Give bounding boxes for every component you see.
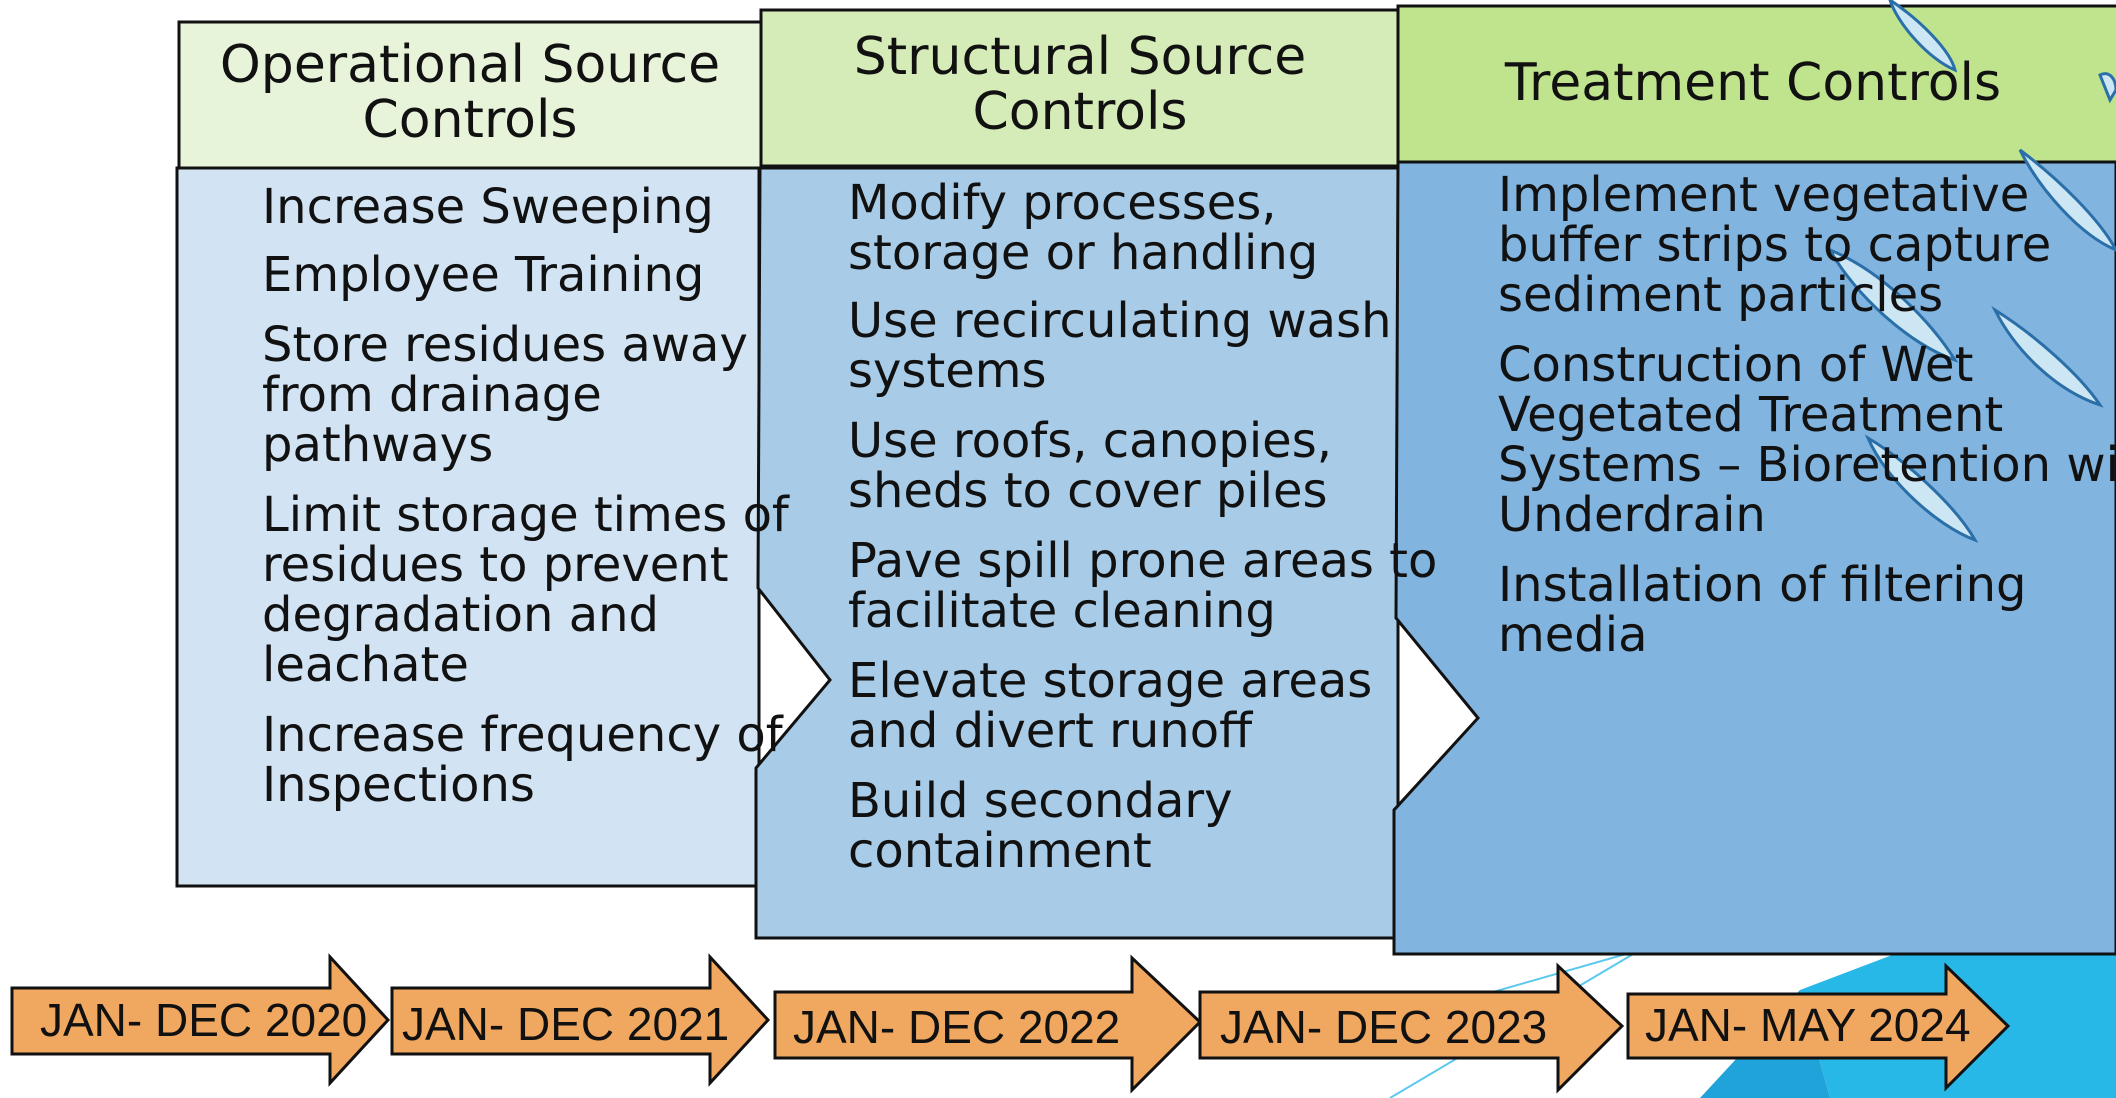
operational-item: Increase frequency of Inspections xyxy=(262,707,783,813)
treatment-item: Implement vegetative buffer strips to ca… xyxy=(1498,167,2052,323)
structural-item: Use recirculating wash systems xyxy=(848,293,1392,399)
timeline-label-2020: JAN- DEC 2020 xyxy=(40,994,368,1046)
operational-item: Store residues away from drainage pathwa… xyxy=(262,317,748,473)
structural-item: Modify processes, storage or handling xyxy=(848,175,1319,281)
structural-item: Build secondary containment xyxy=(848,773,1233,879)
leaf-shape-icon xyxy=(1826,0,2116,543)
treatment-controls-body xyxy=(1392,160,2116,956)
operational-controls-body xyxy=(175,166,761,888)
timeline-arrow-2022 xyxy=(773,954,1203,1094)
structural-item: Elevate storage areas and divert runoff xyxy=(848,653,1373,759)
timeline-label-2023: JAN- DEC 2023 xyxy=(1220,1001,1548,1053)
timeline-arrows xyxy=(10,953,2011,1094)
operational-item: Increase Sweeping xyxy=(262,179,714,235)
timeline-label-2021: JAN- DEC 2021 xyxy=(402,998,730,1050)
timeline-label-2022: JAN- DEC 2022 xyxy=(793,1001,1121,1053)
operational-item: Employee Training xyxy=(262,247,705,303)
timeline-arrow-2024 xyxy=(1626,962,2011,1092)
operational-item: Limit storage times of residues to preve… xyxy=(262,487,789,693)
treatment-item: Installation of filtering media xyxy=(1498,557,2027,663)
operational-header-title: Operational Source Controls xyxy=(219,35,721,150)
treatment-controls-header xyxy=(1396,4,2116,164)
timeline-label-2024: JAN- MAY 2024 xyxy=(1645,999,1971,1051)
timeline-arrow-2023 xyxy=(1198,962,1625,1094)
timeline-arrow-2021 xyxy=(390,953,771,1087)
structural-item: Pave spill prone areas to facilitate cle… xyxy=(848,533,1438,639)
timeline-arrow-2020 xyxy=(10,953,391,1087)
structural-header-title: Structural Source Controls xyxy=(853,27,1307,142)
treatment-item: Construction of Wet Vegetated Treatment … xyxy=(1498,337,2116,543)
structural-item: Use roofs, canopies, sheds to cover pile… xyxy=(848,413,1332,519)
structural-controls-header xyxy=(759,8,1401,168)
treatment-header-title: Treatment Controls xyxy=(1504,53,2002,113)
